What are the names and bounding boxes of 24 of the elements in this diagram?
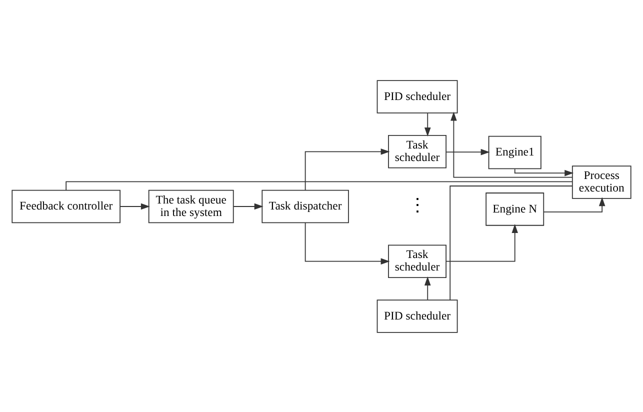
label: ⋮ [408,194,426,214]
arrow [450,111,572,178]
node-box: PID scheduler [376,299,458,332]
node-box: Task scheduler [388,244,446,278]
node-box: The task queue in the system [148,189,234,223]
node-box: Engine1 [488,135,542,169]
connector [450,185,572,300]
arrow [543,196,606,212]
arrow [446,148,490,155]
arrow [446,224,518,262]
arrow [304,148,390,190]
node-box: PID scheduler [376,80,458,113]
node-box: Feedback controller [12,189,120,223]
arrow [120,202,150,210]
arrow [304,222,390,264]
node-box: Process execution [572,165,632,198]
node-box: Task dispatcher [262,189,349,223]
arrow [424,112,431,136]
arrow [514,168,574,176]
arrow [424,276,431,300]
arrow [233,202,264,210]
node-box: Task scheduler [388,134,446,168]
connector [66,180,573,190]
node-box: Engine N [486,192,544,226]
